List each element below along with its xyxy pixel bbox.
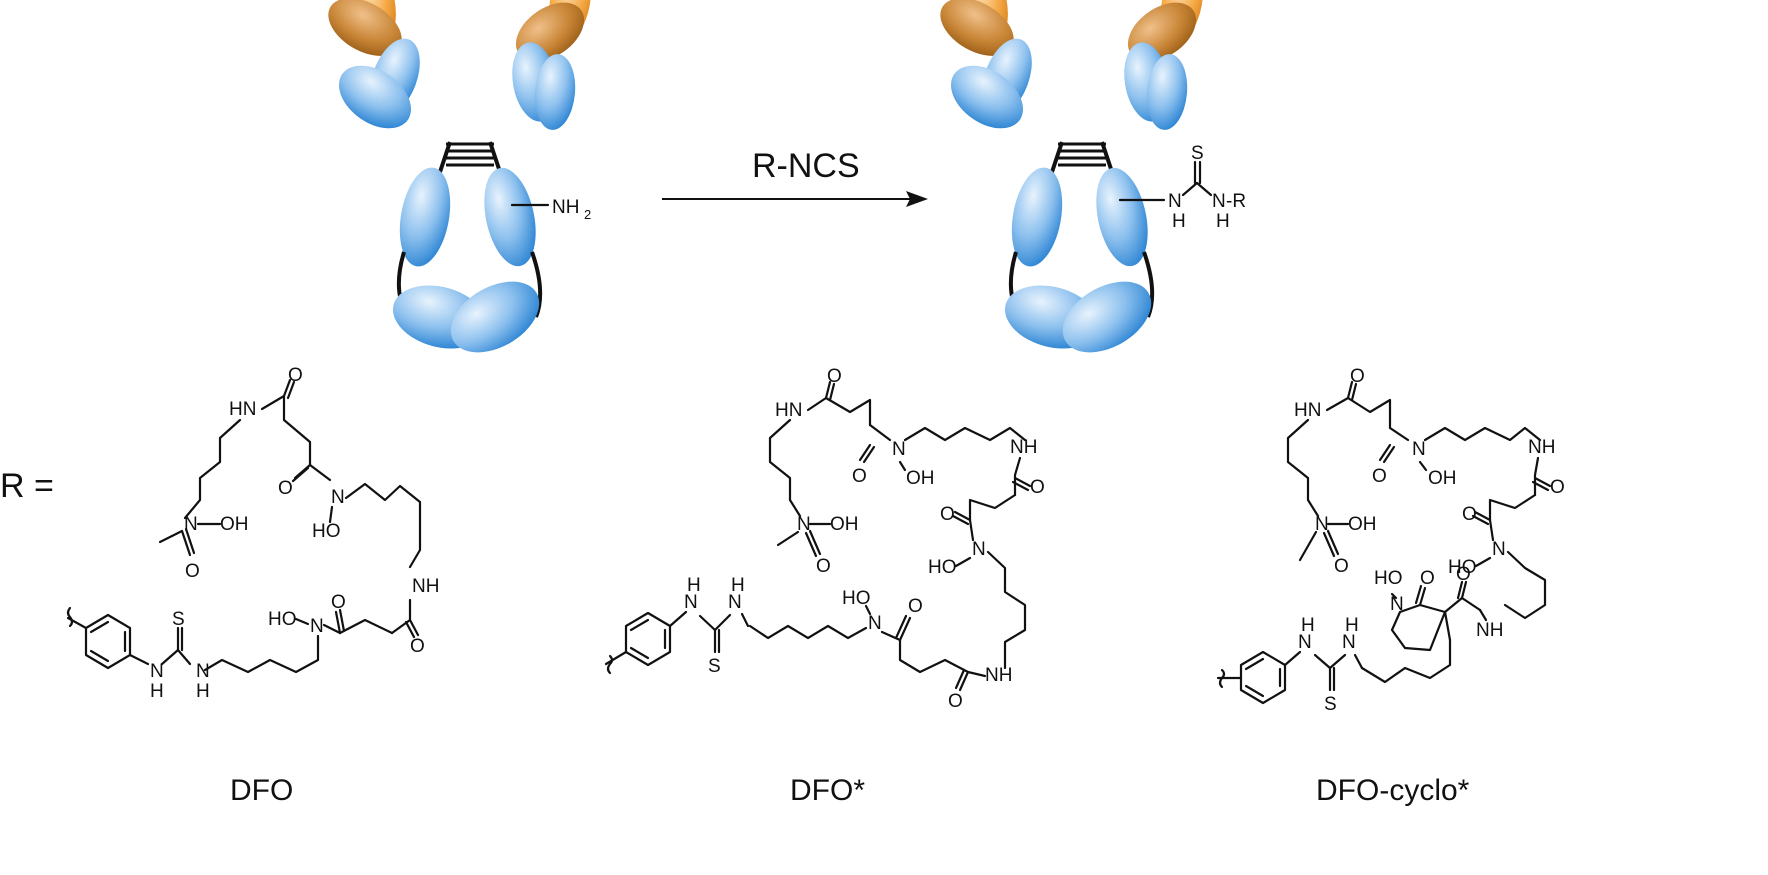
svg-text:O: O bbox=[948, 691, 963, 712]
svg-text:O: O bbox=[410, 636, 425, 657]
svg-text:N: N bbox=[797, 514, 811, 535]
svg-text:O: O bbox=[816, 556, 831, 577]
svg-text:O: O bbox=[1350, 366, 1365, 387]
svg-text:O: O bbox=[1030, 477, 1045, 498]
svg-text:OH: OH bbox=[906, 468, 935, 489]
svg-text:OH: OH bbox=[220, 514, 249, 535]
dfo-cyclo-structure: HN O N OH O O N OH NH O O N HO NH bbox=[1216, 366, 1565, 715]
svg-text:N: N bbox=[1412, 439, 1426, 460]
svg-text:N: N bbox=[684, 592, 698, 613]
svg-text:N: N bbox=[1298, 632, 1312, 653]
svg-text:OH: OH bbox=[1428, 468, 1457, 489]
svg-text:S: S bbox=[1191, 143, 1204, 164]
svg-text:N: N bbox=[728, 592, 742, 613]
svg-text:N: N bbox=[310, 616, 324, 637]
svg-text:HO: HO bbox=[312, 521, 341, 542]
svg-text:O: O bbox=[1550, 477, 1565, 498]
svg-text:NH: NH bbox=[1010, 437, 1037, 458]
svg-text:N: N bbox=[1492, 539, 1506, 560]
svg-text:N: N bbox=[972, 539, 986, 560]
svg-text:O: O bbox=[940, 504, 955, 525]
svg-text:NH: NH bbox=[985, 665, 1012, 686]
svg-text:H: H bbox=[196, 681, 210, 702]
svg-text:S: S bbox=[708, 656, 721, 677]
svg-text:NH: NH bbox=[1528, 437, 1555, 458]
reaction-arrow bbox=[662, 191, 928, 207]
svg-text:N: N bbox=[868, 613, 882, 634]
svg-text:O: O bbox=[1372, 466, 1387, 487]
svg-text:N: N bbox=[1315, 514, 1329, 535]
amine-subscript: 2 bbox=[584, 207, 591, 222]
svg-text:HN: HN bbox=[775, 400, 802, 421]
dfo-cyclo-label: DFO-cyclo* bbox=[1316, 774, 1470, 807]
svg-text:HN: HN bbox=[1294, 400, 1321, 421]
svg-text:N: N bbox=[150, 661, 164, 682]
svg-text:S: S bbox=[172, 609, 185, 630]
svg-text:OH: OH bbox=[830, 514, 859, 535]
svg-text:O: O bbox=[852, 466, 867, 487]
svg-text:O: O bbox=[1462, 504, 1477, 525]
thiourea-linkage: N H S N H -R bbox=[1118, 143, 1246, 232]
dfo-star-label: DFO* bbox=[790, 774, 865, 807]
svg-text:O: O bbox=[1456, 564, 1471, 585]
svg-text:NH: NH bbox=[1476, 620, 1503, 641]
svg-text:HO: HO bbox=[268, 609, 297, 630]
r-equals-label: R = bbox=[0, 467, 54, 505]
svg-text:-R: -R bbox=[1226, 191, 1246, 212]
svg-text:OH: OH bbox=[1348, 514, 1377, 535]
amine-label: NH bbox=[552, 197, 579, 218]
svg-text:H: H bbox=[1345, 615, 1359, 636]
svg-text:N: N bbox=[1168, 191, 1182, 212]
svg-text:N: N bbox=[1212, 191, 1226, 212]
svg-text:O: O bbox=[1420, 568, 1435, 589]
svg-text:H: H bbox=[1172, 211, 1186, 232]
svg-text:O: O bbox=[827, 366, 842, 387]
antibody-right bbox=[928, 0, 1211, 369]
svg-text:N: N bbox=[1342, 632, 1356, 653]
svg-text:H: H bbox=[687, 575, 701, 596]
antibody-left bbox=[316, 0, 599, 369]
dfo-label: DFO bbox=[230, 774, 293, 807]
svg-text:N: N bbox=[892, 439, 906, 460]
svg-text:N: N bbox=[196, 661, 210, 682]
svg-text:N: N bbox=[184, 514, 198, 535]
svg-text:S: S bbox=[1324, 694, 1337, 715]
svg-text:N: N bbox=[331, 487, 345, 508]
dfo-star-structure: HN O N OH O O N OH NH O O N HO NH bbox=[604, 366, 1045, 712]
svg-text:H: H bbox=[150, 681, 164, 702]
svg-text:O: O bbox=[278, 478, 293, 499]
svg-text:O: O bbox=[288, 365, 303, 386]
reagent-label: R-NCS bbox=[752, 147, 860, 185]
svg-text:H: H bbox=[1216, 211, 1230, 232]
svg-text:HO: HO bbox=[842, 588, 871, 609]
svg-text:O: O bbox=[1334, 556, 1349, 577]
svg-text:HO: HO bbox=[1374, 568, 1403, 589]
svg-text:HO: HO bbox=[1448, 557, 1477, 578]
svg-text:O: O bbox=[908, 596, 923, 617]
svg-text:H: H bbox=[731, 575, 745, 596]
svg-text:HN: HN bbox=[229, 399, 256, 420]
svg-text:H: H bbox=[1301, 615, 1315, 636]
svg-text:N: N bbox=[1390, 594, 1404, 615]
svg-text:O: O bbox=[331, 592, 346, 613]
svg-text:O: O bbox=[185, 561, 200, 582]
svg-text:HO: HO bbox=[928, 557, 957, 578]
svg-text:NH: NH bbox=[412, 576, 439, 597]
dfo-structure: HN O N OH O O N HO NH O O N HO bbox=[66, 365, 439, 702]
